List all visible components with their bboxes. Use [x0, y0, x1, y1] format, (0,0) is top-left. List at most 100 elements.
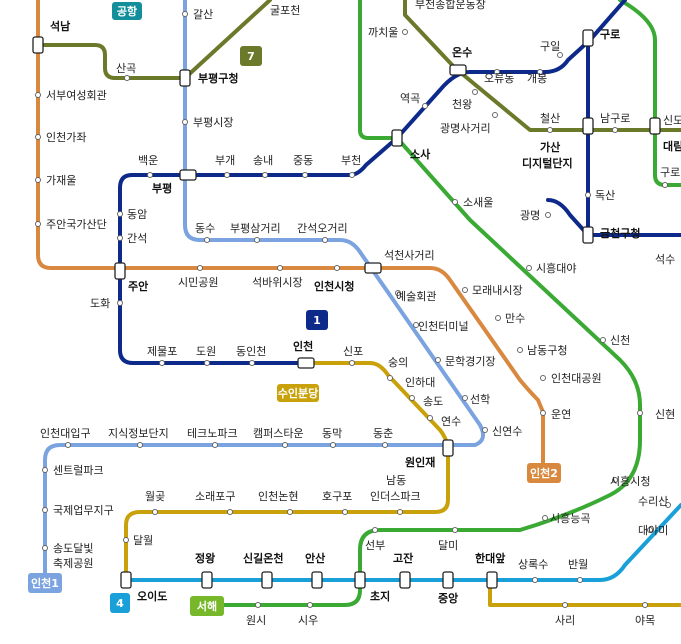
transfer-onsu[interactable]	[449, 64, 467, 76]
label-dohwa[interactable]: 도화	[90, 297, 110, 310]
transfer-jungang[interactable]	[442, 571, 454, 589]
label-incheon[interactable]: 인천	[293, 339, 313, 353]
label-jeongwang[interactable]: 정왕	[195, 551, 215, 565]
transfer-ansan[interactable]	[311, 571, 323, 589]
label-ganseogogeori[interactable]: 간석오거리	[297, 222, 348, 235]
transfer-gurodigital[interactable]	[582, 117, 594, 135]
label-seongnam[interactable]: 석남	[50, 19, 70, 33]
transfer-sosa[interactable]	[391, 129, 403, 147]
label-soraepogu[interactable]: 소래포구	[195, 490, 235, 503]
label-baegun[interactable]: 백운	[138, 154, 158, 167]
label-wolgot[interactable]: 월곶	[145, 490, 165, 503]
label-dalmi[interactable]: 달미	[438, 539, 458, 552]
label-seonhak[interactable]: 선학	[470, 393, 490, 406]
label-handaeap[interactable]: 한대앞	[475, 551, 505, 565]
label-singiloncheon[interactable]: 신길온천	[243, 551, 283, 565]
label-sangroksu[interactable]: 상록수	[518, 558, 548, 571]
label-sungui[interactable]: 숭의	[388, 356, 408, 369]
label-gwangmyeong[interactable]: 광명	[520, 209, 540, 222]
label-sindorim[interactable]: 신도림	[663, 114, 681, 127]
label-siu[interactable]: 시우	[298, 614, 318, 627]
label-ganseok[interactable]: 간석	[127, 232, 147, 245]
label-bucheonjonghap[interactable]: 부천종합운동장	[415, 0, 486, 11]
label-technopark[interactable]: 테크노파크	[187, 427, 238, 440]
label-suribsan[interactable]: 수리산	[638, 495, 668, 508]
transfer-bupyeong[interactable]	[179, 169, 197, 181]
label-yeokgok[interactable]: 역곡	[400, 92, 420, 105]
label-gukjeeommu[interactable]: 국제업무지구	[53, 504, 114, 517]
label-bucheon[interactable]: 부천	[341, 153, 361, 167]
label-bupyeongsijang[interactable]: 부평시장	[193, 116, 233, 129]
label-sinyeonsu[interactable]: 신연수	[492, 425, 522, 438]
label-munhak[interactable]: 문학경기장	[445, 355, 496, 368]
label-jungang[interactable]: 중앙	[438, 592, 458, 605]
label-bupyeonggucheong[interactable]: 부평구청	[198, 71, 238, 85]
label-gwangmyeongsageori[interactable]: 광명사거리	[440, 122, 491, 135]
label-simingongwon[interactable]: 시민공원	[178, 276, 218, 289]
label-incheondaegongwon[interactable]: 인천대공원	[551, 371, 602, 385]
transfer-jeongwang[interactable]	[201, 571, 213, 589]
label-songnae[interactable]: 송내	[253, 154, 273, 167]
label-siheungsicheong[interactable]: 시흥시청	[610, 474, 650, 488]
transfer-seokcheon[interactable]	[364, 262, 382, 274]
transfer-seongnam[interactable]	[32, 36, 44, 54]
label-banwol[interactable]: 반월	[568, 558, 588, 571]
label-namdong-indus-l1[interactable]: 남동	[386, 474, 406, 487]
label-seonbu[interactable]: 선부	[365, 539, 385, 552]
label-hogupo[interactable]: 호구포	[322, 490, 352, 503]
label-dongincheon[interactable]: 동인천	[236, 344, 266, 358]
label-choji[interactable]: 초지	[370, 589, 390, 603]
label-gajaeul[interactable]: 가재울	[46, 174, 76, 187]
label-dongsu[interactable]: 동수	[195, 222, 215, 235]
label-yesulhoegwan[interactable]: 예술회관	[396, 290, 436, 303]
label-jemulpo[interactable]: 제물포	[147, 345, 177, 358]
transfer-bupyeonggucheong[interactable]	[179, 69, 191, 87]
transfer-juan[interactable]	[114, 262, 126, 280]
label-woninjae[interactable]: 원인재	[405, 455, 435, 469]
label-gojan[interactable]: 고잔	[393, 551, 413, 565]
label-guil[interactable]: 구일	[540, 39, 560, 53]
label-oryudong[interactable]: 오류동	[484, 72, 514, 85]
transfer-woninjae[interactable]	[442, 439, 454, 457]
label-siheungdaeya[interactable]: 시흥대야	[536, 261, 576, 275]
label-gulpocheon[interactable]: 굴포천	[270, 3, 300, 17]
transfer-geumcheongucheong[interactable]	[582, 226, 594, 244]
label-kkachiul[interactable]: 까치울	[368, 26, 398, 39]
label-bupyeong[interactable]: 부평	[152, 181, 172, 195]
transfer-sindorim[interactable]	[649, 117, 661, 135]
label-bugae[interactable]: 부개	[215, 154, 235, 167]
label-namdong[interactable]: 남동구청	[527, 344, 567, 357]
label-songdodalbit-l2[interactable]: 축제공원	[53, 557, 93, 570]
label-sinheung[interactable]: 신현	[655, 408, 675, 421]
label-siheungneunggok[interactable]: 시흥능곡	[550, 511, 590, 525]
label-morae[interactable]: 모래내시장	[472, 284, 523, 297]
label-yeonsu[interactable]: 연수	[441, 415, 461, 428]
label-geumcheongucheong[interactable]: 금천구청	[600, 226, 640, 240]
label-sinpo[interactable]: 신포	[343, 345, 363, 358]
label-dongmak[interactable]: 동막	[322, 427, 342, 440]
label-seokbawi[interactable]: 석바위시장	[252, 276, 303, 289]
label-bupyeongsamgeori[interactable]: 부평삼거리	[230, 222, 281, 235]
label-incheonnonhyeon[interactable]: 인천논현	[258, 489, 298, 503]
label-daerim[interactable]: 대림	[663, 139, 681, 153]
label-gurodigital-east[interactable]: 구로디지털단지	[660, 166, 681, 179]
label-dongam[interactable]: 동암	[127, 208, 147, 221]
label-jungdong[interactable]: 중동	[293, 154, 313, 167]
label-centralpark[interactable]: 센트럴파크	[53, 464, 104, 477]
label-jisikjeongbo[interactable]: 지식정보단지	[108, 427, 169, 440]
label-dongchun[interactable]: 동춘	[373, 427, 393, 440]
label-namguro[interactable]: 남구로	[600, 112, 630, 125]
label-seoksu[interactable]: 석수	[655, 253, 675, 266]
transfer-choji[interactable]	[354, 571, 366, 589]
label-incheonterminal[interactable]: 인천터미널	[418, 319, 469, 333]
label-onsu[interactable]: 온수	[452, 46, 472, 59]
label-dowon[interactable]: 도원	[196, 345, 216, 358]
label-dalwol[interactable]: 달월	[133, 534, 153, 547]
label-wonsi[interactable]: 원시	[246, 614, 266, 627]
label-yamok[interactable]: 야목	[635, 614, 655, 627]
label-cheolsan[interactable]: 철산	[540, 112, 560, 125]
label-incheonsicheong[interactable]: 인천시청	[314, 279, 354, 293]
label-undong[interactable]: 운연	[551, 408, 571, 421]
label-seokcheonsageori[interactable]: 석천사거리	[384, 248, 435, 262]
label-campustown[interactable]: 캠퍼스타운	[253, 427, 304, 440]
